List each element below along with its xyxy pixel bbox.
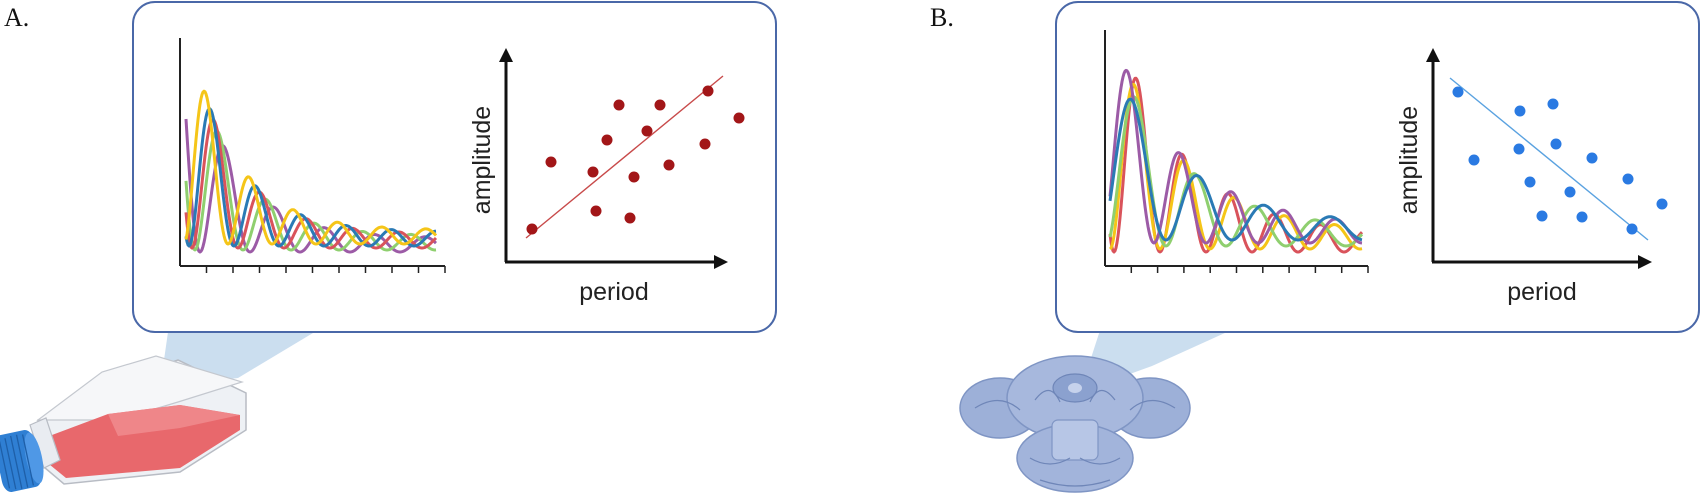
oscillation-traces-b — [1108, 68, 1364, 254]
scatter-trendline-b — [1449, 77, 1649, 241]
brain-slice-icon — [959, 355, 1191, 493]
oscillation-traces-a — [184, 89, 438, 254]
scatter-point — [1468, 154, 1480, 166]
oscillation-x-ticks-a — [205, 266, 446, 273]
scatter-point — [1576, 211, 1588, 223]
zoom-box-b — [1055, 1, 1700, 333]
scatter-x-arrowhead-b — [1638, 255, 1652, 269]
scatter-point — [1547, 98, 1559, 110]
scatter-point — [1524, 176, 1536, 188]
scatter-point — [1452, 86, 1464, 98]
scatter-point — [1564, 186, 1576, 198]
scatter-y-label-b: amplitude — [1395, 106, 1423, 214]
scatter-points-b — [1452, 86, 1668, 235]
scatter-x-label-b: period — [1507, 278, 1577, 306]
oscillation-plot-a — [179, 38, 446, 273]
panel-b-letter: B. — [930, 3, 954, 32]
scatter-point — [1626, 223, 1638, 235]
scatter-point — [641, 125, 653, 137]
scatter-point — [1536, 210, 1548, 222]
scatter-point — [699, 138, 711, 150]
scatter-point — [654, 99, 666, 111]
scatter-y-label-a: amplitude — [468, 106, 496, 214]
scatter-point — [1514, 105, 1526, 117]
scatter-point — [1656, 198, 1668, 210]
scatter-point — [1550, 138, 1562, 150]
scatter-plot-a: period amplitude — [468, 48, 745, 306]
scatter-point — [733, 112, 745, 124]
scatter-points-a — [526, 85, 745, 235]
scatter-y-arrowhead-a — [499, 48, 513, 62]
scatter-point — [601, 134, 613, 146]
panel-a-letter: A. — [4, 3, 29, 32]
scatter-point — [624, 212, 636, 224]
oscillation-trace — [184, 118, 438, 250]
scatter-point — [628, 171, 640, 183]
oscillation-trace — [184, 89, 438, 246]
scatter-point — [590, 205, 602, 217]
oscillation-trace — [184, 107, 437, 248]
oscillation-trace — [1108, 68, 1363, 245]
scatter-x-label-a: period — [579, 278, 649, 306]
scatter-point — [587, 166, 599, 178]
scatter-point — [1513, 143, 1525, 155]
scatter-point — [526, 223, 538, 235]
scatter-point — [663, 159, 675, 171]
scatter-plot-b: period amplitude — [1395, 48, 1668, 306]
scatter-point — [1622, 173, 1634, 185]
panel-a: A. — [0, 1, 777, 492]
flask-cap — [0, 430, 44, 492]
oscillation-plot-b — [1104, 30, 1369, 273]
scatter-x-arrowhead-a — [714, 255, 728, 269]
scatter-point — [613, 99, 625, 111]
panel-b: B. — [930, 1, 1700, 493]
scatter-trendline-a — [525, 75, 724, 239]
oscillation-x-ticks-b — [1130, 266, 1369, 273]
scatter-point — [545, 156, 557, 168]
culture-flask-icon — [0, 355, 247, 492]
scatter-point — [702, 85, 714, 97]
scatter-y-arrowhead-b — [1426, 48, 1440, 62]
scatter-point — [1586, 152, 1598, 164]
oscillation-trace — [1108, 97, 1363, 242]
